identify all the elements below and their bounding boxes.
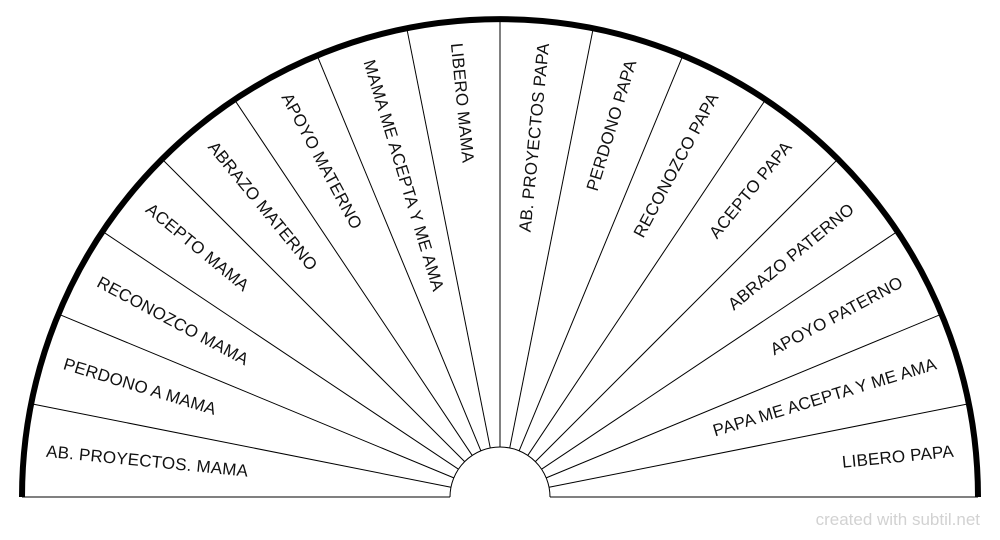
outer-arc xyxy=(19,16,981,498)
sector-label: LIBERO PAPA xyxy=(841,442,955,472)
divider-lines xyxy=(31,19,969,488)
divider-line xyxy=(161,158,465,462)
sector-label: PAPA ME ACEPTA Y ME AMA xyxy=(711,354,940,440)
divider-line xyxy=(541,231,898,470)
sector-label: APOYO PATERNO xyxy=(767,273,906,359)
divider-line xyxy=(509,28,594,449)
chart-frame xyxy=(19,16,981,498)
divider-line xyxy=(102,231,459,470)
divider-line xyxy=(518,55,684,452)
divider-line xyxy=(316,55,482,452)
divider-line xyxy=(548,403,969,488)
divider-line xyxy=(545,313,942,479)
inner-hub-arc xyxy=(449,446,551,498)
sector-label: RECONOZCO PAPA xyxy=(630,89,723,240)
sector-label: ACEPTO MAMA xyxy=(142,200,253,296)
sector-label: LIBERO MAMA xyxy=(447,42,478,164)
watermark-text: created with subtil.net xyxy=(815,510,980,529)
sector-label: MAMA ME ACEPTA Y ME AMA xyxy=(360,58,448,294)
divider-line xyxy=(234,99,473,456)
sector-label: PERDONO A MAMA xyxy=(61,355,219,419)
sector-label: APOYO MATERNO xyxy=(278,90,366,233)
divider-line xyxy=(31,403,452,488)
divider-line xyxy=(58,313,455,479)
sector-label: AB. PROYECTOS PAPA xyxy=(516,42,554,233)
sector-label: ABRAZO PATERNO xyxy=(724,200,857,314)
sector-label: AB. PROYECTOS. MAMA xyxy=(45,442,249,481)
divider-line xyxy=(527,99,766,456)
sector-label: PERDONO PAPA xyxy=(583,57,641,193)
divider-line xyxy=(406,28,491,449)
divider-line xyxy=(535,158,839,462)
sector-label: ACEPTO PAPA xyxy=(705,137,796,242)
sector-label: RECONOZCO MAMA xyxy=(94,273,252,370)
